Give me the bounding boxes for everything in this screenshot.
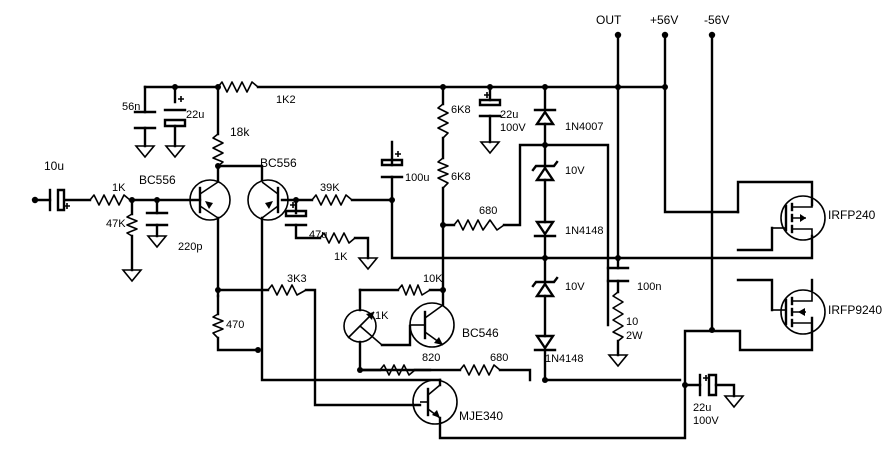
resistor-10-2w [612, 291, 624, 342]
grounds [121, 141, 745, 409]
label-q-bc556-a: BC556 [139, 173, 176, 187]
resistor-39k [311, 194, 353, 206]
label-r-10k: 10K [423, 273, 443, 285]
label-c-22u-c-v: 100V [693, 415, 719, 427]
capacitor-47u [284, 202, 308, 227]
label-c-220p: 220p [178, 241, 202, 253]
resistor-6k8-b [437, 157, 449, 189]
ground-symbol [121, 269, 143, 283]
label-out: OUT [596, 13, 622, 27]
ground-symbol [723, 395, 745, 409]
transistor-bc556-a [189, 179, 231, 221]
ground-symbol [479, 141, 501, 155]
capacitor-56n [133, 110, 157, 130]
label-z-10v-a: 10V [565, 165, 585, 177]
label-d-1n4148-a: 1N4148 [565, 225, 604, 237]
label-z-10v-b: 10V [565, 281, 585, 293]
resistor-1k2 [217, 81, 259, 93]
label-r-1k-in: 1K [112, 182, 126, 194]
transistor-bc546 [409, 302, 455, 348]
capacitor-220p [145, 211, 169, 227]
label-r-680-b: 680 [490, 352, 508, 364]
resistor-10k [397, 284, 431, 296]
label-r-1k2: 1K2 [276, 94, 296, 106]
resistor-680-b [459, 364, 501, 376]
transistors [189, 179, 826, 425]
diode-1n4148-a [533, 220, 557, 238]
capacitor-22u-a [163, 96, 187, 128]
resistor-820 [379, 364, 416, 376]
label-r-47k: 47K [106, 218, 126, 230]
transistor-mje340 [412, 379, 458, 425]
ground-symbol [146, 235, 168, 249]
label-r-820: 820 [422, 352, 440, 364]
label-r-10: 10 [626, 316, 638, 328]
label-r-1k-b: 1K [334, 251, 348, 263]
mosfet-irfp240 [772, 195, 826, 241]
label-q-bc546: BC546 [462, 326, 499, 340]
resistor-18k [212, 133, 224, 167]
resistor-1k-b [319, 232, 356, 244]
label-c-56n: 56n [122, 101, 140, 113]
capacitor-10u [48, 188, 70, 212]
label-d-1n4148-b: 1N4148 [545, 353, 584, 365]
resistor-6k8-a [437, 103, 449, 139]
ground-symbol [164, 145, 186, 159]
label-c-47u: 47u [309, 229, 327, 241]
mosfet-irfp9240 [772, 289, 826, 335]
labels: OUT +56V -56V 56n 22u 1K2 18k 10u 1K BC5… [44, 13, 882, 427]
resistor-470 [212, 313, 224, 339]
label-minus56: -56V [704, 13, 729, 27]
diode-1n4148-b [533, 334, 557, 352]
capacitors [48, 92, 718, 397]
label-c-100u: 100u [405, 172, 429, 184]
resistor-3k3 [267, 284, 307, 296]
resistor-680-a [453, 219, 505, 231]
label-q-irfp240: IRFP240 [828, 208, 876, 222]
label-r-18k: 18k [230, 125, 250, 139]
potentiometer-1k [343, 309, 383, 346]
label-c-10u: 10u [44, 159, 64, 173]
diodes [531, 108, 559, 352]
label-plus56: +56V [650, 13, 678, 27]
zener-10v-b [531, 276, 559, 298]
label-r-6k8-b: 6K8 [451, 171, 471, 183]
label-p-1k: 1K [375, 310, 389, 322]
ground-symbol [134, 145, 156, 159]
label-r-39k: 39K [320, 182, 340, 194]
capacitor-100u [380, 151, 404, 179]
capacitor-22u-b [478, 92, 502, 118]
ground-symbol [607, 354, 629, 368]
label-r-3k3: 3K3 [287, 273, 307, 285]
junctions [31, 31, 716, 388]
transistor-bc556-b [247, 179, 289, 221]
label-r-10-w: 2W [626, 330, 643, 342]
diode-1n4007 [533, 108, 557, 126]
ground-symbol [357, 257, 379, 271]
label-c-22u-c: 22u [693, 402, 711, 414]
resistor-47k [126, 213, 138, 237]
label-c-22u-a: 22u [186, 109, 204, 121]
resistors [89, 81, 624, 376]
label-q-bc556-b: BC556 [260, 156, 297, 170]
label-c-100n: 100n [637, 281, 661, 293]
label-q-mje340: MJE340 [459, 409, 503, 423]
label-c-22u-b: 22u [500, 109, 518, 121]
resistor-1k-in [89, 194, 131, 206]
capacitor-100n [606, 266, 630, 283]
label-r-680-a: 680 [479, 205, 497, 217]
zener-10v-a [531, 160, 559, 182]
capacitor-22u-c [698, 373, 718, 397]
label-r-470: 470 [226, 319, 244, 331]
label-d-1n4007: 1N4007 [565, 121, 604, 133]
label-r-6k8-a: 6K8 [451, 104, 471, 116]
label-c-22u-b-v: 100V [500, 122, 526, 134]
label-q-irfp9240: IRFP9240 [828, 303, 882, 317]
